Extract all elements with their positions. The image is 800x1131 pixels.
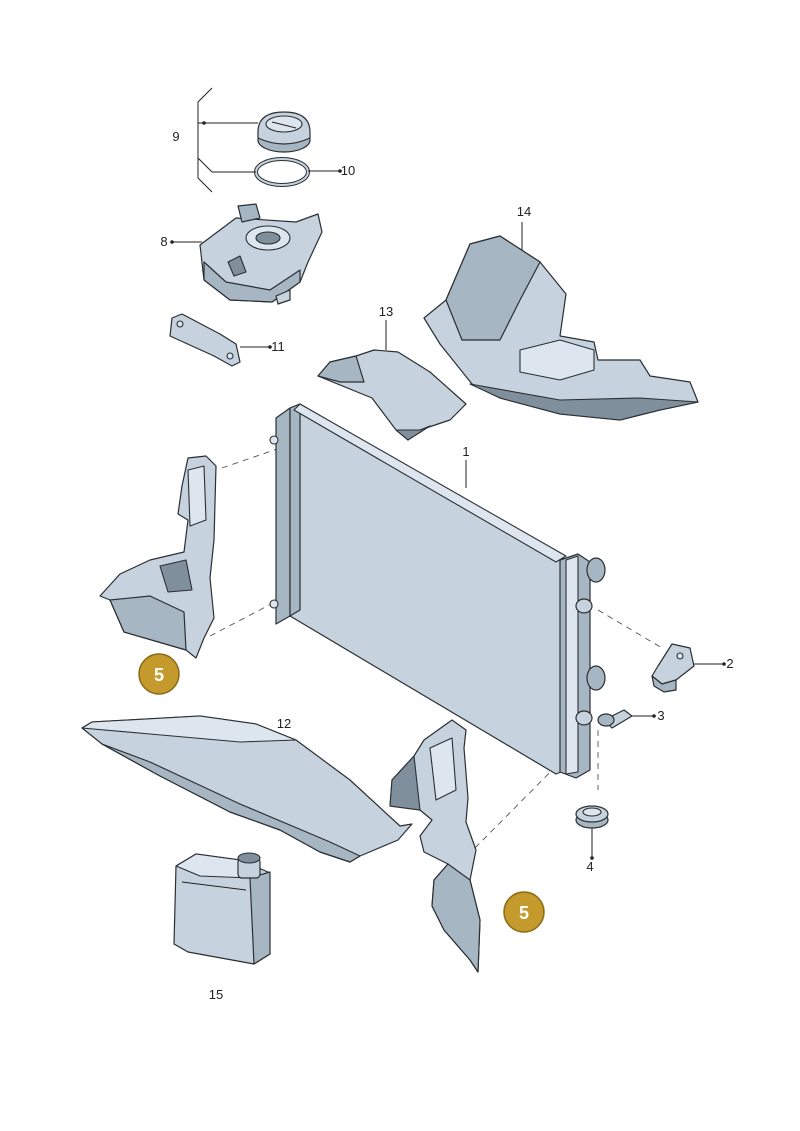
left-air-guide: [99, 455, 217, 659]
seal-ring: [212, 157, 342, 187]
callout-11: 11: [271, 339, 285, 354]
upper-air-duct: [317, 320, 467, 441]
callout-10: 10: [341, 163, 355, 178]
grommet: [575, 805, 609, 860]
badge-right: 5: [503, 891, 545, 933]
callout-14: 14: [517, 204, 531, 219]
filler-cap: [257, 111, 311, 153]
callout-2: 2: [726, 656, 733, 671]
tank-bracket: [169, 313, 272, 367]
callout-13: 13: [379, 304, 393, 319]
mounting-bracket: [651, 643, 726, 693]
callout-9: 9: [172, 129, 179, 144]
air-duct-cover: [423, 222, 699, 421]
lower-shroud: [81, 715, 413, 863]
callout-1: 1: [462, 444, 469, 459]
badge-right-label: 5: [519, 903, 529, 923]
callout-3: 3: [657, 708, 664, 723]
badge-left-label: 5: [154, 665, 164, 685]
badge-left: 5: [138, 653, 180, 695]
coolant-bottle: [173, 852, 271, 965]
callout-labels: 9 10 8 11 14 13 1 2 3 12 4 15: [160, 129, 733, 1002]
callout-15: 15: [209, 987, 223, 1002]
cap-group-bracket: [197, 87, 258, 193]
screw: [597, 709, 656, 729]
callout-12: 12: [277, 716, 291, 731]
radiator: [269, 403, 606, 779]
right-air-guide: [389, 719, 481, 973]
callout-8: 8: [160, 234, 167, 249]
callout-4: 4: [586, 859, 593, 874]
expansion-tank: [170, 203, 323, 305]
